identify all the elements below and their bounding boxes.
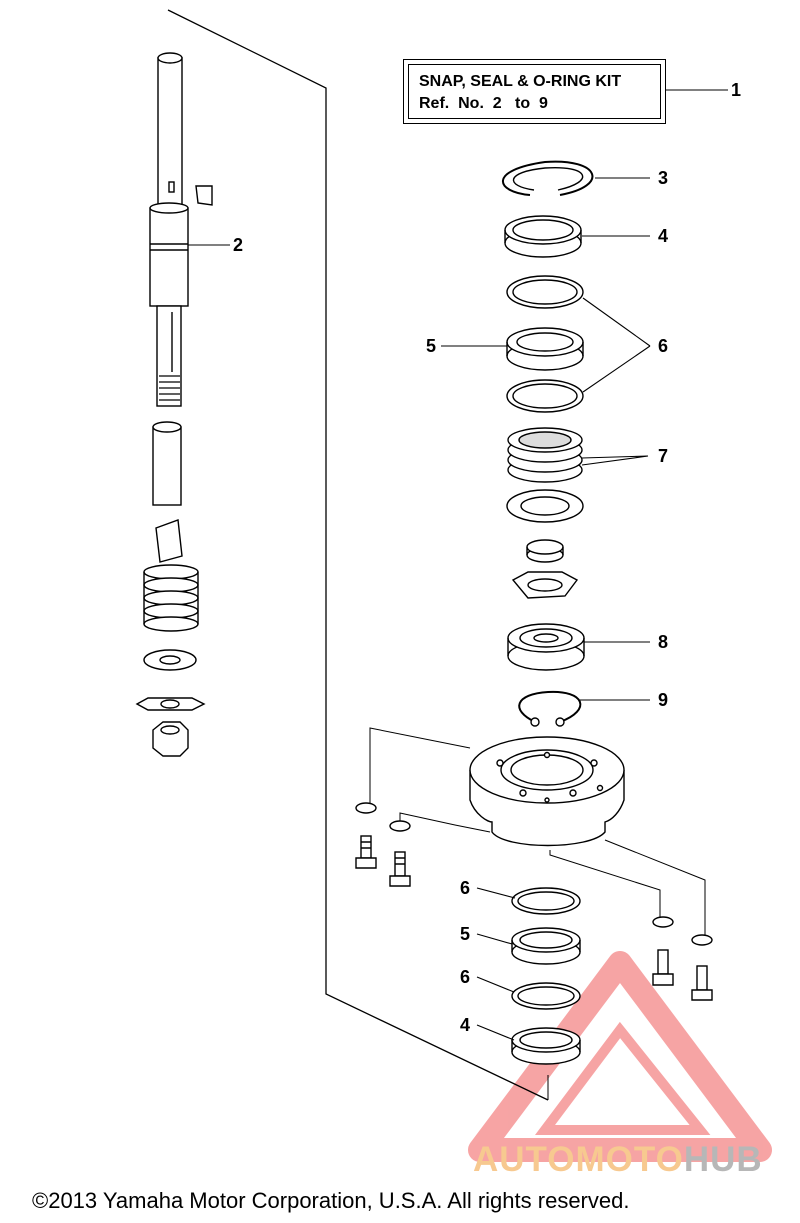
callout-5-lower: 5: [460, 924, 471, 944]
housing-bolt-right-1: [652, 916, 674, 986]
callout-3: 3: [658, 168, 669, 188]
shaft-key: [155, 519, 183, 563]
callout-leaders: [188, 89, 728, 1041]
bolt-leader-right-1: [549, 850, 661, 920]
bearing-housing: [469, 736, 625, 847]
callout-4-upper: 4: [658, 226, 669, 246]
kit-label-box: SNAP, SEAL & O-RING KIT Ref. No. 2 to 9: [403, 59, 666, 124]
callout-8: 8: [658, 632, 669, 652]
callout-6-lower-2: 6: [460, 967, 471, 987]
shaft-washer: [143, 649, 197, 671]
oil-seal-lower: [511, 927, 581, 965]
watermark-part-2: HUB: [683, 1140, 763, 1179]
snap-ring: [502, 160, 594, 196]
circlip: [518, 690, 582, 723]
oil-seal-bottom: [511, 1027, 581, 1065]
lock-washer: [511, 571, 579, 599]
bolt-leader-left-2: [399, 812, 491, 833]
kit-reference: Ref. No. 2 to 9: [419, 95, 548, 112]
housing-bolt-left-2: [389, 820, 411, 887]
compression-spring: [143, 564, 199, 632]
callout-2: 2: [233, 235, 244, 255]
hex-nut: [152, 721, 189, 757]
callout-5-upper: 5: [426, 336, 437, 356]
callout-7: 7: [658, 446, 669, 466]
watermark-part-1: AUTOMOTO: [473, 1140, 684, 1179]
callout-6-upper: 6: [658, 336, 669, 356]
housing-bolt-right-2: [691, 934, 713, 1001]
small-bushing: [526, 539, 564, 563]
drive-shaft-assembly: [149, 52, 213, 407]
callout-6-lower-1: 6: [460, 878, 471, 898]
oil-seal-upper: [504, 215, 582, 258]
ball-bearing: [507, 623, 585, 671]
o-ring-lower-1: [511, 887, 581, 915]
kit-label-inner: SNAP, SEAL & O-RING KIT Ref. No. 2 to 9: [408, 64, 661, 119]
copyright-notice: ©2013 Yamaha Motor Corporation, U.S.A. A…: [32, 1188, 630, 1213]
callout-1: 1: [731, 80, 742, 100]
housing-bolt-left-1: [355, 802, 377, 869]
bolt-leader-left-1: [369, 727, 471, 812]
shaft-frame-line: [167, 9, 549, 1101]
watermark-text: AUTOMOTOHUB: [473, 1140, 763, 1180]
double-seal: [507, 427, 583, 483]
o-ring-middle: [506, 379, 584, 413]
tab-washer: [135, 697, 206, 711]
thrust-washer: [506, 489, 584, 523]
kit-title: SNAP, SEAL & O-RING KIT: [419, 73, 622, 90]
callout-4-lower: 4: [460, 1015, 471, 1035]
bolt-leader-right-2: [604, 839, 706, 935]
o-ring-upper: [506, 275, 584, 309]
callout-9: 9: [658, 690, 669, 710]
o-ring-lower-2: [511, 982, 581, 1010]
shaft-pin: [152, 421, 182, 506]
oil-seal-middle: [506, 327, 584, 371]
